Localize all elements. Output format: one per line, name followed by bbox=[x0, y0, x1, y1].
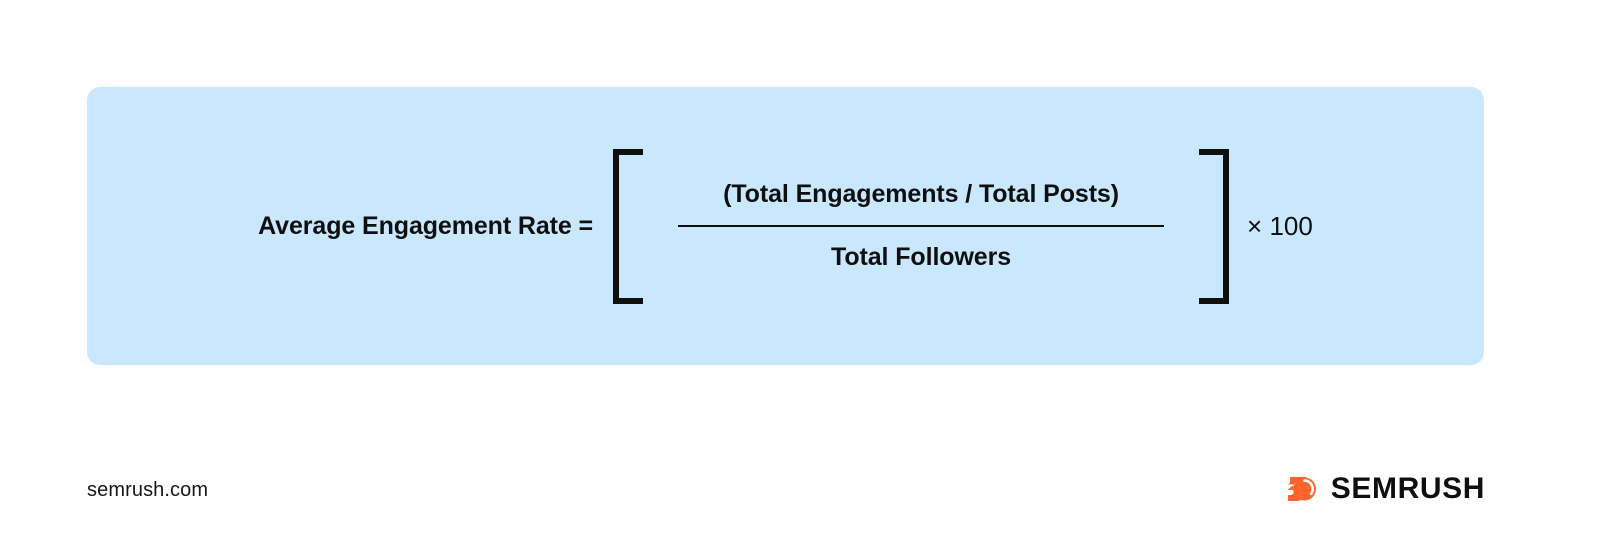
semrush-wordmark: SEMRUSH bbox=[1330, 472, 1485, 505]
semrush-logo: SEMRUSH bbox=[1276, 472, 1485, 506]
bracketed-fraction: (Total Engagements / Total Posts) Total … bbox=[613, 148, 1230, 304]
formula-expression: Average Engagement Rate = (Total Engagem… bbox=[87, 87, 1484, 365]
fraction-denominator: Total Followers bbox=[831, 243, 1012, 271]
close-bracket-icon bbox=[1199, 148, 1230, 304]
formula-panel: Average Engagement Rate = (Total Engagem… bbox=[87, 87, 1484, 365]
semrush-comet-icon bbox=[1276, 477, 1316, 501]
fraction-numerator: (Total Engagements / Total Posts) bbox=[723, 180, 1119, 208]
formula-multiplier: × 100 bbox=[1247, 211, 1313, 241]
open-bracket-icon bbox=[613, 148, 644, 304]
formula-left-hand-side: Average Engagement Rate = bbox=[258, 211, 594, 240]
fraction: (Total Engagements / Total Posts) Total … bbox=[643, 149, 1199, 304]
source-label: semrush.com bbox=[87, 479, 209, 501]
fraction-bar bbox=[678, 225, 1165, 227]
